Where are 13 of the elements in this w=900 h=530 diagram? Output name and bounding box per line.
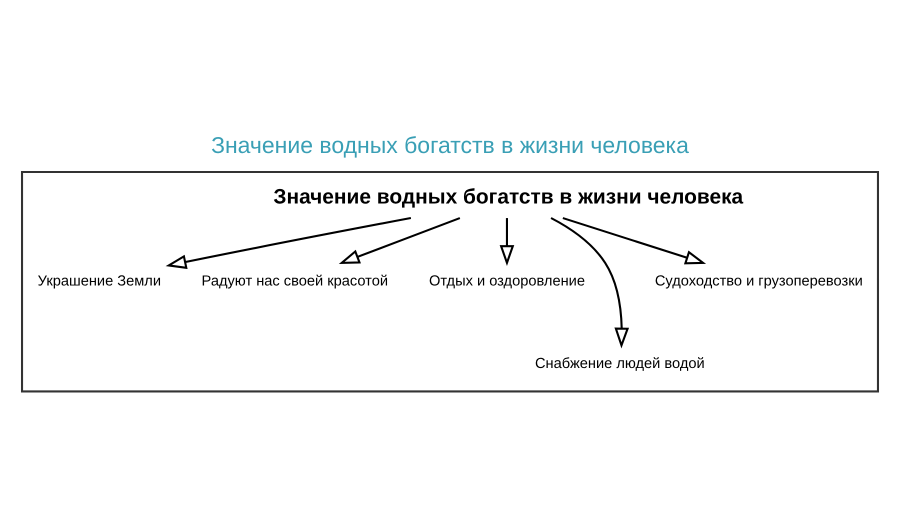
node-text: Снабжение людей водой bbox=[534, 356, 705, 372]
node-text: Украшение Земли bbox=[38, 274, 162, 290]
node-text: Судоходство и грузоперевозки bbox=[654, 274, 863, 290]
arrow bbox=[500, 218, 514, 266]
node-text: Значение водных богатств в жизни человека bbox=[273, 185, 744, 208]
cluster bbox=[20, 170, 880, 392]
diagram-title: Значение водных богатств в жизни человека bbox=[211, 132, 689, 158]
arrow bbox=[338, 217, 460, 264]
arrow bbox=[562, 217, 706, 264]
node-text: Радуют нас своей красотой bbox=[202, 274, 388, 290]
arrow bbox=[166, 217, 412, 270]
node-text: Отдых и оздоровление bbox=[428, 274, 585, 290]
arrow bbox=[550, 217, 630, 349]
